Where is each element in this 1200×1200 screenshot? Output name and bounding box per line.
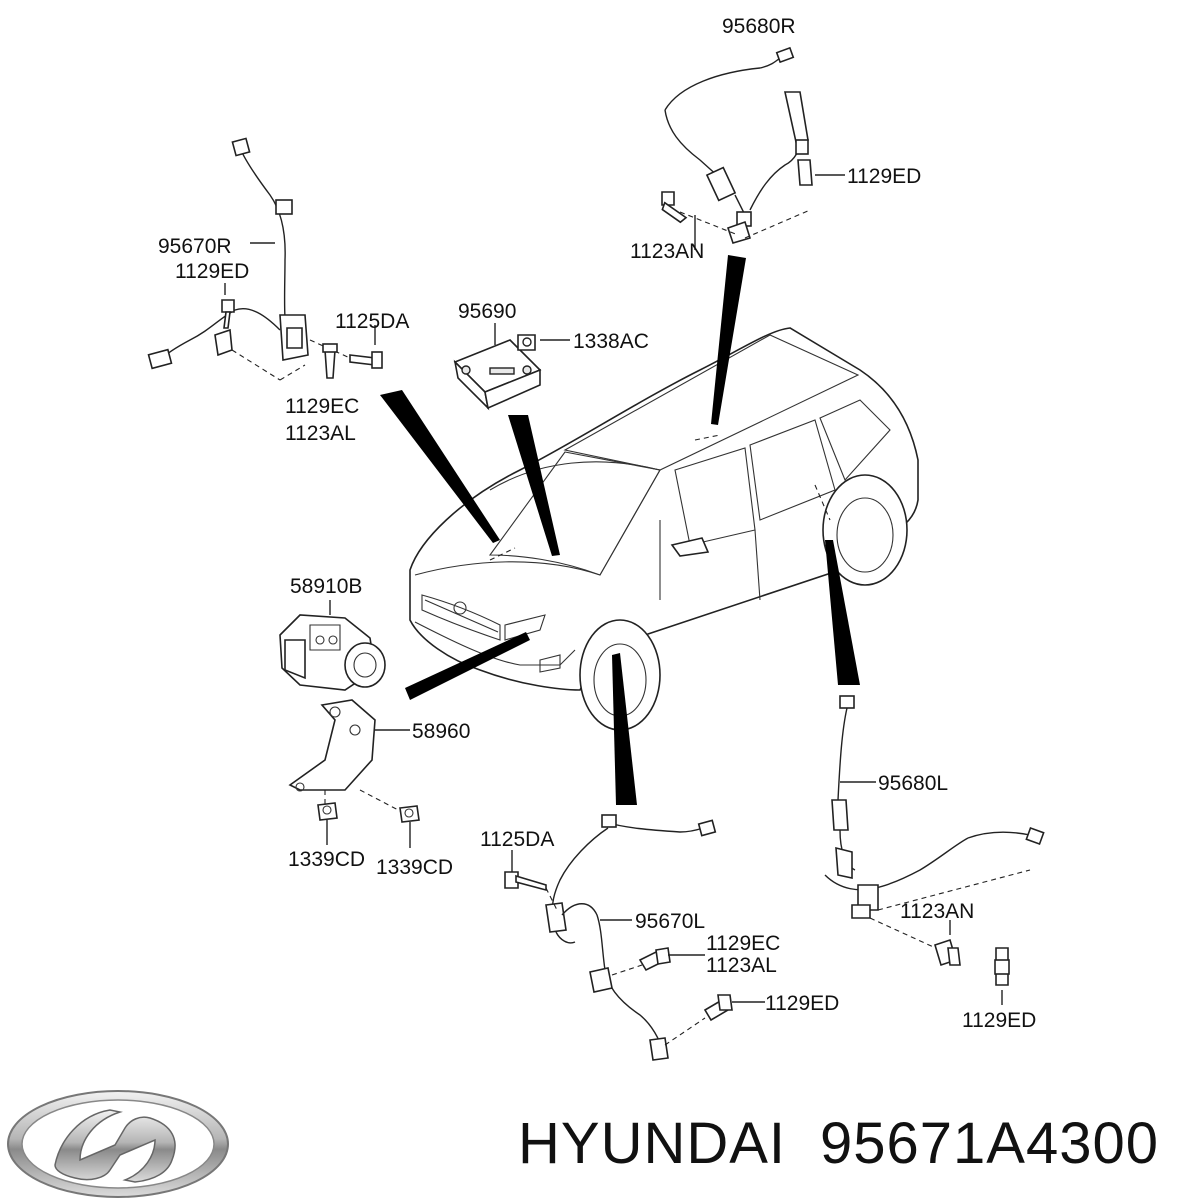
label-1125DA-top-left: 1125DA xyxy=(335,310,409,333)
sensor-95670R-assembly xyxy=(147,137,383,381)
abs-unit-58910B xyxy=(279,600,386,691)
brand-name: HYUNDAI xyxy=(518,1111,786,1176)
label-1123AL-top-left: 1123AL xyxy=(285,422,356,445)
sensor-95680R-assembly xyxy=(661,46,845,250)
label-1123AN-bottom-right: 1123AN xyxy=(900,900,974,923)
bracket-58960 xyxy=(288,699,420,848)
sensor-95680L-assembly xyxy=(824,695,1045,1005)
label-95670R: 95670R xyxy=(158,235,232,258)
label-1123AN-top-right: 1123AN xyxy=(630,240,704,263)
label-95680L: 95680L xyxy=(878,772,948,795)
label-1338AC: 1338AC xyxy=(573,330,649,353)
label-95690: 95690 xyxy=(458,300,516,323)
label-1129ED-bottom-left: 1129ED xyxy=(765,992,839,1015)
label-1129ED-top-left: 1129ED xyxy=(175,260,249,283)
label-1129EC-top-left: 1129EC xyxy=(285,395,359,418)
label-95680R: 95680R xyxy=(722,15,796,38)
pointer-wedges xyxy=(380,255,860,805)
label-1129ED-top-right: 1129ED xyxy=(847,165,921,188)
sensor-95670L-assembly xyxy=(504,814,765,1061)
module-95690 xyxy=(453,323,570,411)
label-58960: 58960 xyxy=(412,720,470,743)
label-95670L: 95670L xyxy=(635,910,705,933)
label-1129EC-bottom-left: 1129EC xyxy=(706,932,780,955)
part-number: 95671A4300 xyxy=(820,1111,1159,1176)
car-illustration xyxy=(409,327,919,731)
label-1123AL-bottom-left: 1123AL xyxy=(706,954,777,977)
hyundai-logo-icon xyxy=(7,1090,229,1198)
label-1125DA-bottom-left: 1125DA xyxy=(480,828,554,851)
label-1339CD-right: 1339CD xyxy=(376,856,453,879)
label-58910B: 58910B xyxy=(290,575,362,598)
label-1129ED-bottom-right: 1129ED xyxy=(962,1009,1036,1032)
label-1339CD-left: 1339CD xyxy=(288,848,365,871)
